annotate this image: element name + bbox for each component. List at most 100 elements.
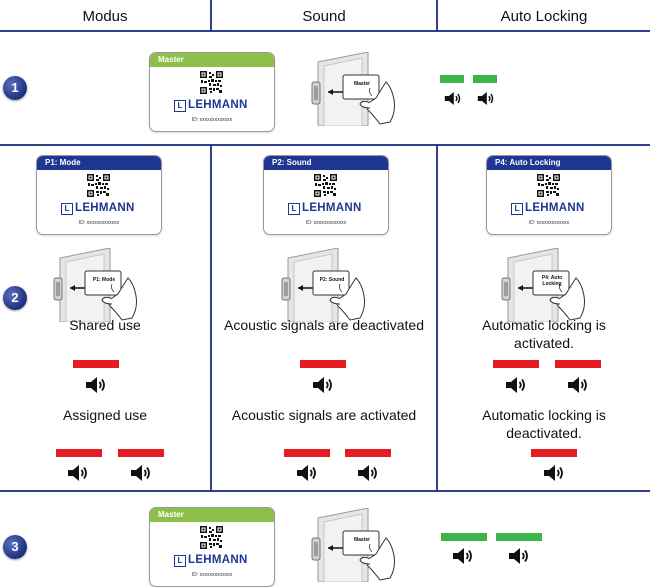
qr-code-icon bbox=[537, 174, 560, 197]
lehmann-logo-icon: L LEHMANN bbox=[61, 202, 151, 215]
qr-code-icon bbox=[200, 71, 223, 94]
speaker-icon bbox=[543, 464, 565, 482]
signal-bar-green bbox=[496, 533, 542, 541]
lehmann-logo-icon: L LEHMANN bbox=[174, 554, 264, 567]
autolock-activated-line2: activated. bbox=[514, 335, 574, 351]
signal-bar-red bbox=[56, 449, 102, 457]
lehmann-logo-icon: L LEHMANN bbox=[511, 202, 601, 215]
brand-name: LEHMANN bbox=[302, 202, 362, 214]
hand-card-label: Master bbox=[353, 81, 371, 87]
speaker-icon bbox=[567, 376, 589, 394]
step-badge-1: 1 bbox=[3, 76, 27, 100]
speaker-icon bbox=[452, 547, 474, 565]
lehmann-mark: L bbox=[174, 100, 186, 112]
lehmann-mark: L bbox=[288, 203, 300, 215]
signal-bar-green bbox=[440, 75, 464, 83]
card-title: P2: Sound bbox=[264, 156, 388, 170]
autolock-deactivated-line2: deactivated. bbox=[506, 425, 582, 441]
lehmann-mark: L bbox=[174, 555, 186, 567]
qr-code-icon bbox=[200, 526, 223, 549]
signal-bar-red bbox=[493, 360, 539, 368]
door-hand-card-icon bbox=[52, 248, 142, 322]
p4-auto-locking-card: P4: Auto Locking L LEHMANN ID: xxxxxxxxx… bbox=[486, 155, 612, 235]
signal-bar-red bbox=[555, 360, 601, 368]
hand-card-label: P1: Mode bbox=[92, 277, 116, 283]
speaker-icon bbox=[477, 91, 495, 106]
card-id: ID: xxxxxxxxxxxxx bbox=[528, 220, 570, 226]
divider-vertical-step2-1 bbox=[210, 144, 212, 491]
door-hand-card-icon-mode: P1: Mode bbox=[52, 248, 142, 322]
speaker-icon bbox=[85, 376, 107, 394]
column-header-sound: Sound bbox=[302, 8, 346, 25]
card-title: Master bbox=[150, 53, 274, 67]
door-hand-card-icon-step1: Master bbox=[310, 52, 400, 126]
speaker-icon bbox=[357, 464, 379, 482]
mode-assigned-use-caption: Assigned use bbox=[62, 407, 148, 423]
speaker-icon bbox=[130, 464, 152, 482]
autolock-deactivated-line1: Automatic locking is bbox=[482, 407, 606, 423]
card-id: ID: xxxxxxxxxxxxx bbox=[191, 572, 233, 578]
signal-bar-green bbox=[441, 533, 487, 541]
speaker-icon bbox=[67, 464, 89, 482]
sound-activated-caption: Acoustic signals are activated bbox=[231, 407, 417, 423]
speaker-icon bbox=[508, 547, 530, 565]
master-card-step3: Master L LEHMANN ID: xxxxxxxxxxxxx bbox=[149, 507, 275, 587]
brand-name: LEHMANN bbox=[188, 554, 248, 566]
autolock-activated-line1: Automatic locking is bbox=[482, 317, 606, 333]
door-hand-card-icon-step3: Master bbox=[310, 508, 400, 582]
column-header-auto-locking: Auto Locking bbox=[500, 8, 588, 25]
card-id: ID: xxxxxxxxxxxxx bbox=[78, 220, 120, 226]
hand-card-label: Master bbox=[353, 537, 371, 543]
signal-bar-green bbox=[473, 75, 497, 83]
card-title: P1: Mode bbox=[37, 156, 161, 170]
signal-bar-red bbox=[345, 449, 391, 457]
door-hand-card-icon bbox=[310, 52, 400, 126]
card-title: Master bbox=[150, 508, 274, 522]
divider-vertical-header-1 bbox=[210, 0, 212, 30]
lehmann-logo-icon: L LEHMANN bbox=[174, 99, 264, 112]
autolock-activated-caption: Automatic locking is activated. bbox=[438, 316, 650, 352]
divider-horizontal-header bbox=[0, 30, 650, 32]
step-badge-3: 3 bbox=[3, 535, 27, 559]
speaker-icon bbox=[444, 91, 462, 106]
brand-name: LEHMANN bbox=[188, 99, 248, 111]
divider-vertical-header-2 bbox=[436, 0, 438, 30]
qr-code-icon bbox=[314, 174, 337, 197]
p1-mode-card: P1: Mode L LEHMANN ID: xxxxxxxxxxxxx bbox=[36, 155, 162, 235]
card-id: ID: xxxxxxxxxxxxx bbox=[191, 117, 233, 123]
lehmann-logo-icon: L LEHMANN bbox=[288, 202, 378, 215]
door-hand-card-icon bbox=[310, 508, 400, 582]
hand-card-label-line2: Locking bbox=[542, 281, 562, 287]
door-hand-card-icon bbox=[280, 248, 370, 322]
hand-card-label: P2: Sound bbox=[319, 277, 345, 283]
master-card-step1: Master L LEHMANN ID: xxxxxxxxxxxxx bbox=[149, 52, 275, 132]
mode-shared-use-caption: Shared use bbox=[69, 317, 141, 333]
step-badge-2: 2 bbox=[3, 286, 27, 310]
sound-deactivated-caption: Acoustic signals are deactivated bbox=[224, 317, 424, 333]
signal-bar-red bbox=[118, 449, 164, 457]
column-header-modus: Modus bbox=[82, 8, 128, 25]
hand-card-label-line1: P4: Auto bbox=[541, 275, 563, 281]
divider-vertical-step2-2 bbox=[436, 144, 438, 491]
signal-bar-red bbox=[284, 449, 330, 457]
hand-card-label: P4: Auto Locking bbox=[536, 275, 568, 287]
card-title: P4: Auto Locking bbox=[487, 156, 611, 170]
signal-bar-red bbox=[531, 449, 577, 457]
lehmann-mark: L bbox=[61, 203, 73, 215]
door-hand-card-icon-sound: P2: Sound bbox=[280, 248, 370, 322]
card-id: ID: xxxxxxxxxxxxx bbox=[305, 220, 347, 226]
autolock-deactivated-caption: Automatic locking is deactivated. bbox=[438, 406, 650, 442]
brand-name: LEHMANN bbox=[525, 202, 585, 214]
speaker-icon bbox=[505, 376, 527, 394]
speaker-icon bbox=[312, 376, 334, 394]
p2-sound-card: P2: Sound L LEHMANN ID: xxxxxxxxxxxxx bbox=[263, 155, 389, 235]
signal-bar-red bbox=[73, 360, 119, 368]
speaker-icon bbox=[296, 464, 318, 482]
lehmann-mark: L bbox=[511, 203, 523, 215]
brand-name: LEHMANN bbox=[75, 202, 135, 214]
door-hand-card-icon-auto-locking: P4: Auto Locking bbox=[500, 248, 590, 322]
divider-horizontal-step2 bbox=[0, 490, 650, 492]
divider-horizontal-step1 bbox=[0, 144, 650, 146]
signal-bar-red bbox=[300, 360, 346, 368]
qr-code-icon bbox=[87, 174, 110, 197]
